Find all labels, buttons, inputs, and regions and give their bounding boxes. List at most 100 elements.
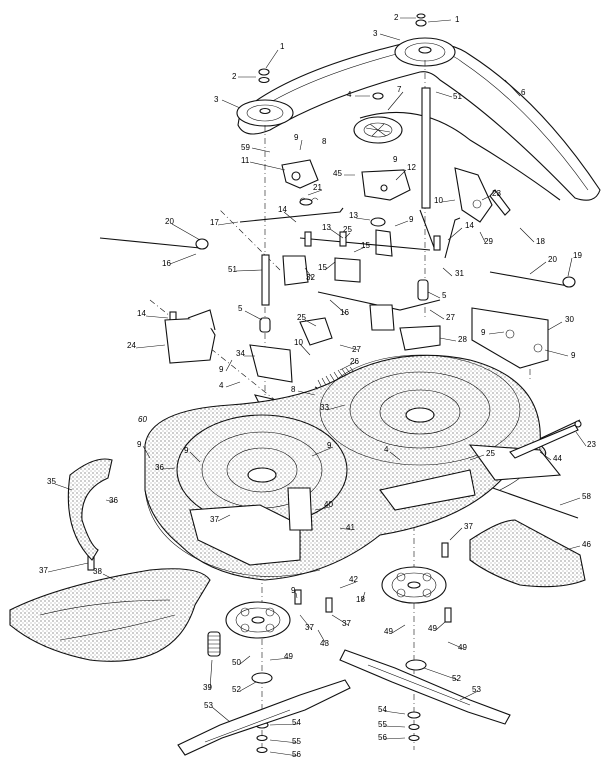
callout-37: 37	[39, 566, 48, 575]
callout-8: 8	[291, 385, 296, 394]
callout-5: 5	[442, 291, 447, 300]
callout-54: 54	[292, 718, 301, 727]
callout-9: 9	[184, 446, 189, 455]
callout-53: 53	[472, 685, 481, 694]
callout-10: 10	[294, 338, 303, 347]
callout-18: 18	[536, 237, 545, 246]
callout-49: 49	[284, 652, 293, 661]
callout-9: 9	[327, 441, 332, 450]
callout-11: 11	[241, 156, 250, 165]
spindle-hub-right	[381, 566, 447, 604]
deck-rod	[509, 420, 582, 459]
deck-label-60: 60	[138, 415, 147, 424]
callout-4: 4	[384, 445, 389, 454]
callout-51: 51	[453, 92, 462, 101]
callout-32: 32	[306, 273, 315, 282]
callout-44: 44	[553, 454, 562, 463]
callout-12: 12	[407, 163, 416, 172]
callout-25: 25	[343, 225, 352, 234]
mounting-bracket-right	[471, 307, 549, 369]
callout-9: 9	[481, 328, 486, 337]
callout-6: 6	[521, 88, 526, 97]
idler-bracket	[281, 159, 511, 286]
callout-14: 14	[465, 221, 474, 230]
callout-9: 9	[409, 215, 414, 224]
callout-16: 16	[340, 308, 349, 317]
callout-9: 9	[294, 133, 299, 142]
callout-55: 55	[292, 737, 301, 746]
callout-34: 34	[236, 349, 245, 358]
coil-spring	[207, 631, 221, 657]
callout-55: 55	[378, 720, 387, 729]
callout-3: 3	[214, 95, 219, 104]
spindle-hub-left	[225, 601, 291, 639]
callout-14: 14	[137, 309, 146, 318]
callout-46: 46	[582, 540, 591, 549]
callout-31: 31	[455, 269, 464, 278]
callout-40: 40	[324, 500, 333, 509]
callout-4: 4	[219, 381, 224, 390]
callout-1: 1	[455, 15, 460, 24]
callout-56: 56	[292, 750, 301, 759]
callout-50: 50	[232, 658, 241, 667]
callout-53: 53	[204, 701, 213, 710]
callout-14: 14	[278, 205, 287, 214]
linkage-rods	[99, 207, 581, 519]
callout-5: 5	[238, 304, 243, 313]
callout-9: 9	[291, 586, 296, 595]
mower-deck-housing	[144, 354, 562, 581]
callout-18: 18	[356, 595, 365, 604]
callout-29: 29	[484, 237, 493, 246]
callout-49: 49	[384, 627, 393, 636]
callout-36: 36	[155, 463, 164, 472]
callout-51: 51	[228, 265, 237, 274]
callout-38: 38	[93, 567, 102, 576]
callout-20: 20	[548, 255, 557, 264]
callout-20: 20	[165, 217, 174, 226]
callout-21: 21	[313, 183, 322, 192]
callout-8: 8	[322, 137, 327, 146]
callout-3: 3	[373, 29, 378, 38]
callout-52: 52	[232, 685, 241, 694]
deflector	[469, 519, 586, 588]
callout-39: 39	[203, 683, 212, 692]
idler-pulley	[353, 116, 403, 144]
callout-49: 49	[458, 643, 467, 652]
callout-49: 49	[428, 624, 437, 633]
callout-43: 43	[320, 639, 329, 648]
callout-37: 37	[464, 522, 473, 531]
callout-25: 25	[486, 449, 495, 458]
callout-9: 9	[571, 351, 576, 360]
callout-17: 17	[210, 218, 219, 227]
callout-59: 59	[241, 143, 250, 152]
callout-23: 23	[587, 440, 596, 449]
callout-58: 58	[582, 492, 591, 501]
callout-25: 25	[297, 313, 306, 322]
pulley-top-right	[394, 37, 456, 67]
callout-27: 27	[446, 313, 455, 322]
callout-52: 52	[452, 674, 461, 683]
callout-16: 16	[162, 259, 171, 268]
callout-9: 9	[393, 155, 398, 164]
callout-33: 33	[320, 403, 329, 412]
callout-35: 35	[47, 477, 56, 486]
leader-lines	[47, 17, 587, 757]
mower-blade-left	[177, 679, 351, 756]
callout-41: 41	[346, 523, 355, 532]
callout-36: 36	[109, 496, 118, 505]
callout-56: 56	[378, 733, 387, 742]
mower-blade-right	[339, 649, 511, 725]
callout-26: 26	[350, 357, 359, 366]
spindle-shaft	[259, 87, 431, 333]
callout-54: 54	[378, 705, 387, 714]
callout-23: 23	[492, 189, 501, 198]
callout-4: 4	[347, 90, 352, 99]
callout-19: 19	[573, 251, 582, 260]
callout-30: 30	[565, 315, 574, 324]
callout-2: 2	[394, 13, 399, 22]
mounting-bracket-left	[164, 309, 216, 364]
callout-10: 10	[434, 196, 443, 205]
callout-2: 2	[232, 72, 237, 81]
callout-42: 42	[349, 575, 358, 584]
